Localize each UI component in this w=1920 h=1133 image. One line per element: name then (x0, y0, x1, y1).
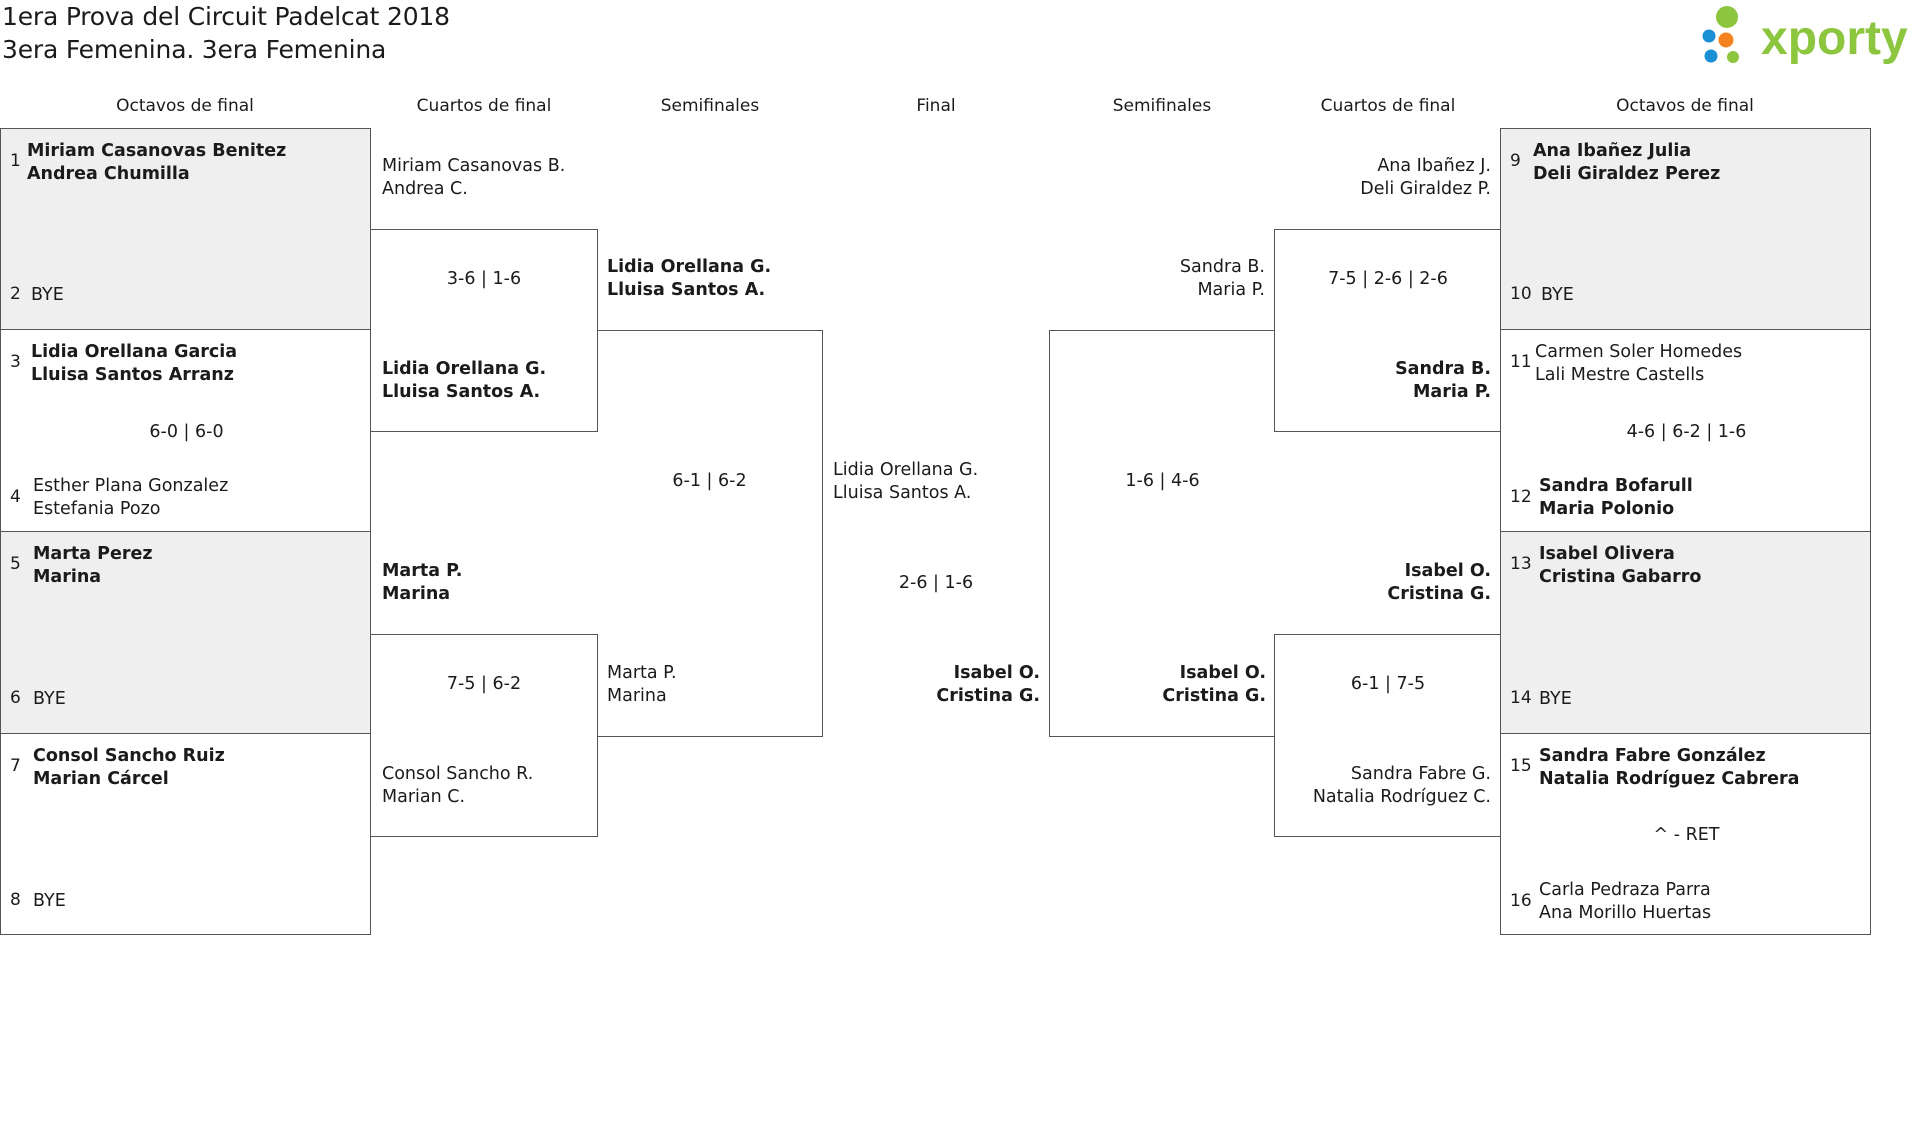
seed-number: 13 (1510, 554, 1532, 574)
seed-number: 1 (10, 151, 21, 171)
semis-team: Sandra B.Maria P. (1179, 257, 1265, 300)
cuartos-team: Isabel O.Cristina G. (1387, 561, 1491, 604)
match-score: 7-5 | 6-2 (446, 674, 522, 694)
match-score: 1-6 | 4-6 (1125, 471, 1200, 491)
cuartos-team: Consol Sancho R.Marian C. (382, 764, 534, 807)
match-score: 6-1 | 6-2 (672, 471, 747, 491)
right-cuartos-match-1: 7-5 | 2-6 | 2-6 Sandra B.Maria P. (1274, 229, 1501, 432)
seed-number: 15 (1510, 756, 1532, 776)
team-name: BYE (33, 689, 66, 709)
seed-number: 14 (1510, 688, 1532, 708)
cuartos-team: Lidia Orellana G.Lluisa Santos A. (382, 359, 547, 402)
semis-team: Lidia Orellana G.Lluisa Santos A. (607, 257, 772, 300)
left-semis-match: 6-1 | 6-2 Marta P.Marina (597, 330, 823, 737)
match-score: 4-6 | 6-2 | 1-6 (1626, 422, 1747, 442)
xporty-logo: xporty (1698, 4, 1920, 68)
cuartos-team: Sandra B.Maria P. (1395, 359, 1491, 402)
team-name: BYE (31, 285, 64, 305)
cuartos-team: Miriam Casanovas B.Andrea C. (382, 156, 566, 199)
left-cuartos-match-2: 7-5 | 6-2 Consol Sancho R.Marian C. (371, 634, 598, 837)
cuartos-team: Sandra Fabre G.Natalia Rodríguez C. (1312, 764, 1491, 807)
seed-number: 16 (1510, 891, 1532, 911)
header-right-cuartos: Cuartos de final (1320, 96, 1456, 116)
xporty-logo-icon: xporty (1702, 6, 1908, 65)
left-cuartos-match-1: 3-6 | 1-6 Lidia Orellana G.Lluisa Santos… (371, 229, 598, 432)
seed-number: 5 (10, 554, 21, 574)
seed-number: 6 (10, 688, 21, 708)
header-right-semis: Semifinales (1112, 96, 1212, 116)
tournament-title: 1era Prova del Circuit Padelcat 2018 (2, 2, 450, 31)
semis-team: Isabel O.Cristina G. (1162, 663, 1266, 706)
svg-text:xporty: xporty (1761, 12, 1908, 65)
seed-number: 4 (10, 487, 21, 507)
semis-team: Marta P.Marina (607, 663, 677, 706)
header-right-octavos: Octavos de final (1616, 96, 1754, 116)
category-subtitle: 3era Femenina. 3era Femenina (2, 35, 387, 64)
seed-number: 11 (1510, 352, 1532, 372)
team-name: BYE (1539, 689, 1572, 709)
match-score: 6-0 | 6-0 (149, 422, 224, 442)
header-left-octavos: Octavos de final (116, 96, 254, 116)
match-score: 7-5 | 2-6 | 2-6 (1328, 269, 1448, 289)
seed-number: 3 (10, 352, 21, 372)
cuartos-team: Ana Ibañez J.Deli Giraldez P. (1360, 156, 1491, 199)
header-left-semis: Semifinales (660, 96, 760, 116)
final-team: Isabel O.Cristina G. (936, 663, 1040, 706)
final-team: Lidia Orellana G.Lluisa Santos A. (833, 460, 979, 503)
seed-number: 9 (1510, 151, 1521, 171)
final-score: 2-6 | 1-6 (898, 573, 974, 593)
match-score: ^ - RET (1653, 825, 1720, 845)
right-cuartos-match-2: 6-1 | 7-5 Sandra Fabre G.Natalia Rodrígu… (1274, 634, 1501, 837)
header-final: Final (916, 96, 956, 116)
right-semis-match: 1-6 | 4-6 Isabel O.Cristina G. (1049, 330, 1275, 737)
header-left-cuartos: Cuartos de final (416, 96, 552, 116)
match-score: 6-1 | 7-5 (1350, 674, 1426, 694)
seed-number: 2 (10, 284, 21, 304)
seed-number: 8 (10, 890, 21, 910)
seed-number: 10 (1510, 284, 1532, 304)
seed-number: 7 (10, 756, 21, 776)
seed-number: 12 (1510, 487, 1532, 507)
match-score: 3-6 | 1-6 (446, 269, 522, 289)
team-name: BYE (33, 891, 66, 911)
cuartos-team: Marta P.Marina (382, 561, 463, 604)
team-name: BYE (1541, 285, 1574, 305)
